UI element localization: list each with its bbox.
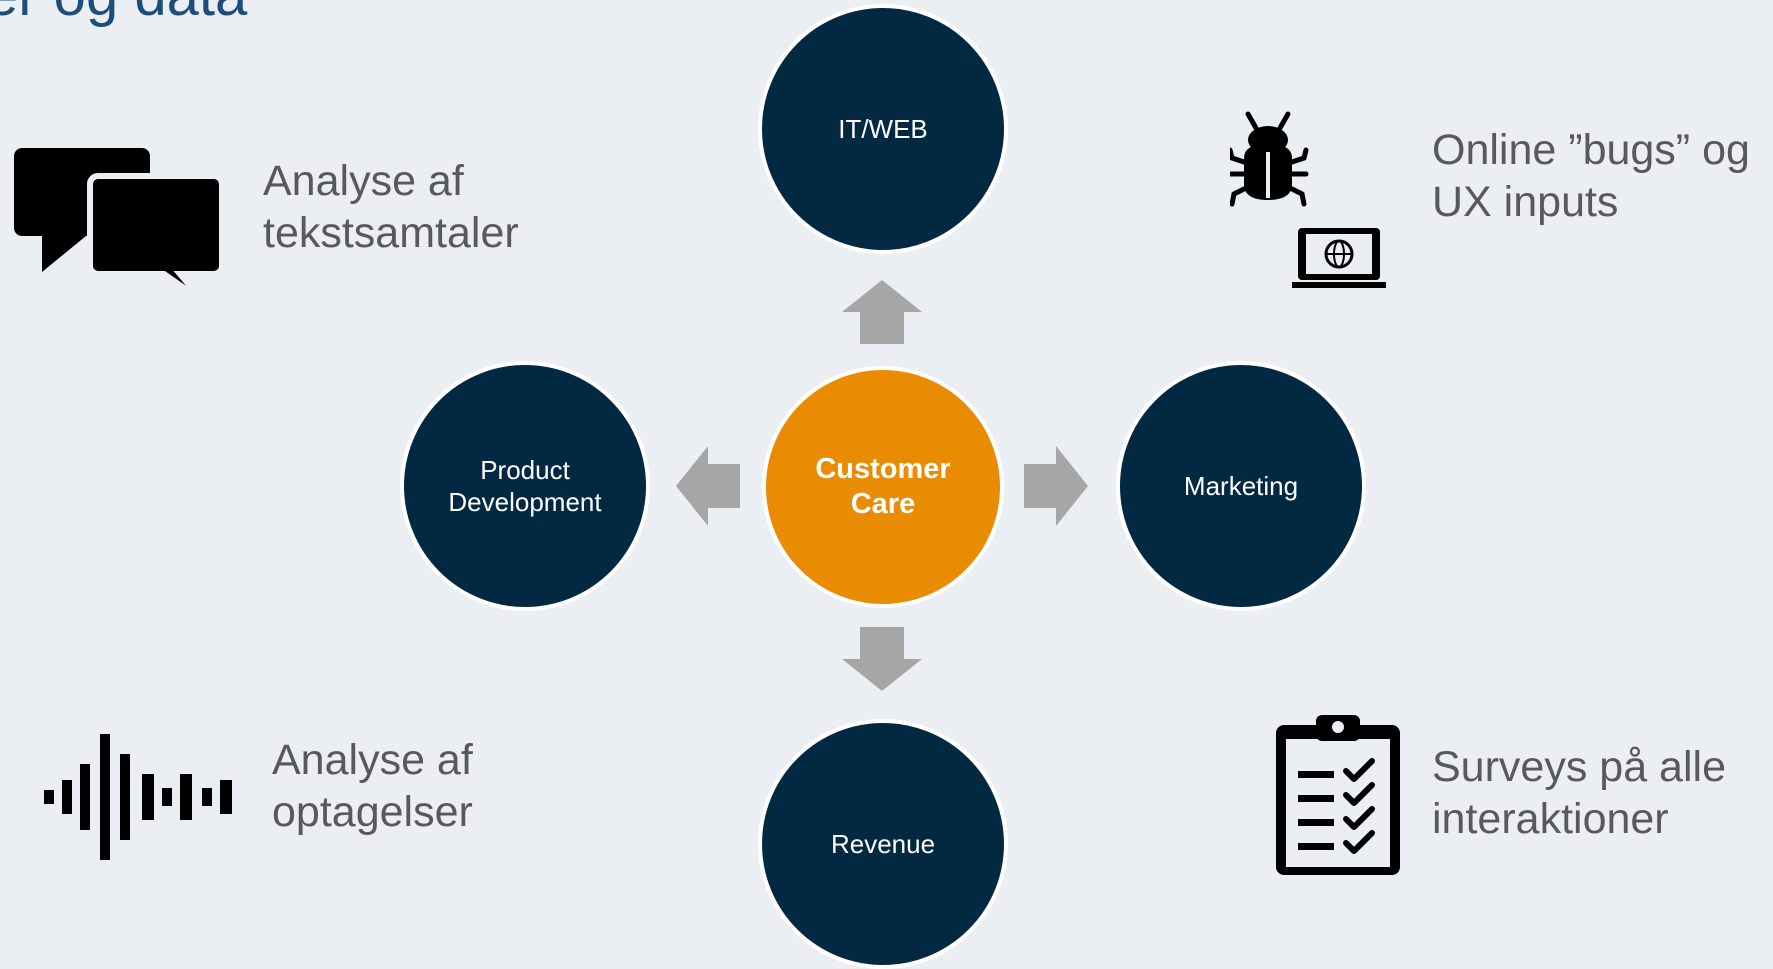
source-label-text-chats: Analyse af tekstsamtaler [263,157,519,257]
source-label-text-bugs: Online ”bugs” og UX inputs [1432,126,1750,226]
node-customer-care: Customer Care [762,366,1004,608]
node-marketing-label: Marketing [1183,470,1299,501]
arrow-left-icon [676,446,740,526]
page-title: er og data [0,0,247,29]
bug-laptop-icon [1230,111,1386,288]
node-it-web: IT/WEB [758,4,1008,254]
arrow-right-icon [1024,446,1088,526]
audio-waveform-icon [44,734,232,860]
arrow-down-icon [842,627,922,691]
source-label-text-surveys: Surveys på alle interaktioner [1432,743,1726,843]
node-customer-care-label: Customer Care [815,453,951,520]
node-it-web-label: IT/WEB [838,113,928,144]
clipboard-checklist-icon [1276,715,1400,875]
source-label-text-recordings: Analyse af optagelser [272,736,473,836]
arrow-up-icon [842,280,922,344]
node-product-development: Product Development [400,361,650,611]
node-revenue: Revenue [758,719,1008,969]
node-revenue-label: Revenue [830,828,936,859]
chat-bubbles-icon [14,148,225,304]
node-marketing: Marketing [1116,361,1366,611]
node-product-development-label: Product Development [448,454,602,518]
